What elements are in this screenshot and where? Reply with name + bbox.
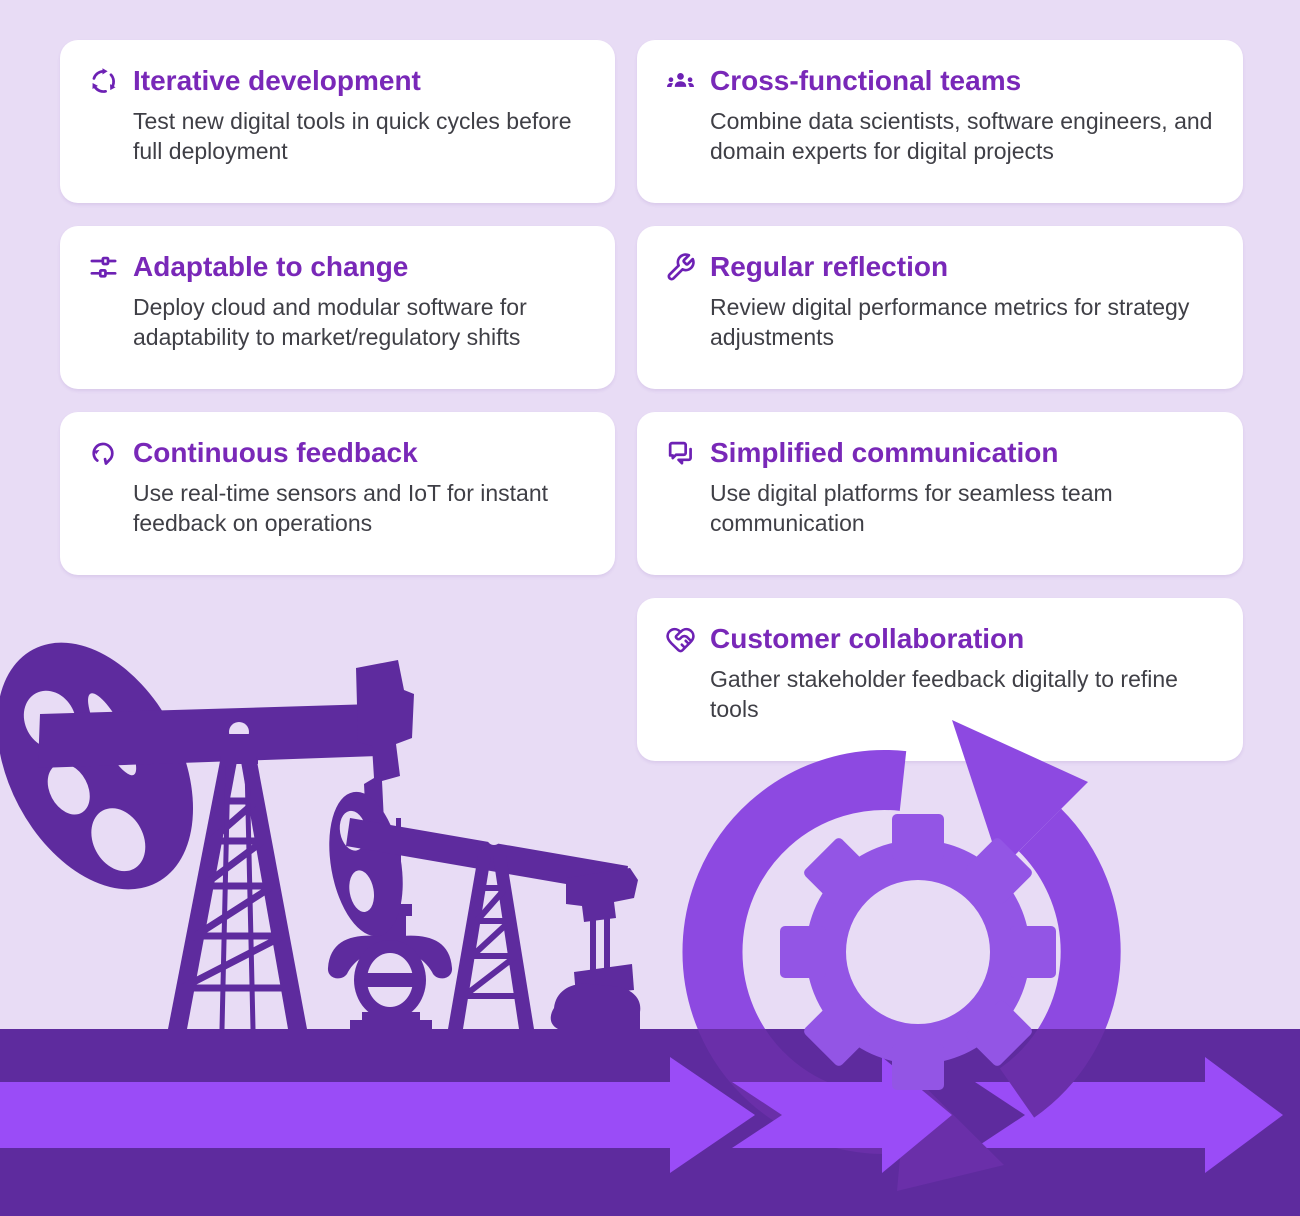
card-header: Customer collaboration xyxy=(665,623,1217,655)
card-header: Iterative development xyxy=(88,65,589,97)
card-iterative-development: Iterative development Test new digital t… xyxy=(60,40,615,203)
card-title: Customer collaboration xyxy=(710,623,1025,654)
card-title: Iterative development xyxy=(133,65,421,96)
forward-arrow-1 xyxy=(0,1057,755,1173)
card-cross-functional-teams: Cross-functional teams Combine data scie… xyxy=(637,40,1243,203)
handshake-icon xyxy=(665,624,696,655)
card-continuous-feedback: Continuous feedback Use real-time sensor… xyxy=(60,412,615,575)
card-header: Cross-functional teams xyxy=(665,65,1217,97)
card-description: Use real-time sensors and IoT for instan… xyxy=(133,480,549,537)
pumpjack-small xyxy=(329,791,641,1029)
card-regular-reflection: Regular reflection Review digital perfor… xyxy=(637,226,1243,389)
card-header: Regular reflection xyxy=(665,251,1217,283)
card-column-left: Iterative development Test new digital t… xyxy=(60,40,615,575)
card-adaptable-to-change: Adaptable to change Deploy cloud and mod… xyxy=(60,226,615,389)
pumpjack-large xyxy=(0,642,453,1030)
team-users-icon xyxy=(665,66,696,97)
wrench-icon xyxy=(665,252,696,283)
gear-icon xyxy=(780,814,1056,1090)
card-description: Combine data scientists, software engine… xyxy=(710,108,1213,165)
card-description: Use digital platforms for seamless team … xyxy=(710,480,1113,537)
card-header: Simplified communication xyxy=(665,437,1217,469)
card-description: Deploy cloud and modular software for ad… xyxy=(133,294,527,351)
card-header: Adaptable to change xyxy=(88,251,589,283)
card-description: Test new digital tools in quick cycles b… xyxy=(133,108,572,165)
card-description: Gather stakeholder feedback digitally to… xyxy=(710,666,1178,723)
card-description: Review digital performance metrics for s… xyxy=(710,294,1190,351)
card-title: Regular reflection xyxy=(710,251,949,282)
feedback-loop-icon xyxy=(88,438,119,469)
card-column-right: Cross-functional teams Combine data scie… xyxy=(637,40,1243,761)
iteration-cycle-icon xyxy=(88,66,119,97)
chat-bubbles-icon xyxy=(665,438,696,469)
sliders-icon xyxy=(88,252,119,283)
card-customer-collaboration: Customer collaboration Gather stakeholde… xyxy=(637,598,1243,761)
agile-cycle-ring xyxy=(682,720,1121,1029)
oilfield-agile-illustration xyxy=(0,642,1300,1216)
card-simplified-communication: Simplified communication Use digital pla… xyxy=(637,412,1243,575)
card-title: Continuous feedback xyxy=(133,437,418,468)
card-header: Continuous feedback xyxy=(88,437,589,469)
card-title: Simplified communication xyxy=(710,437,1059,468)
card-title: Adaptable to change xyxy=(133,251,409,282)
card-title: Cross-functional teams xyxy=(710,65,1022,96)
